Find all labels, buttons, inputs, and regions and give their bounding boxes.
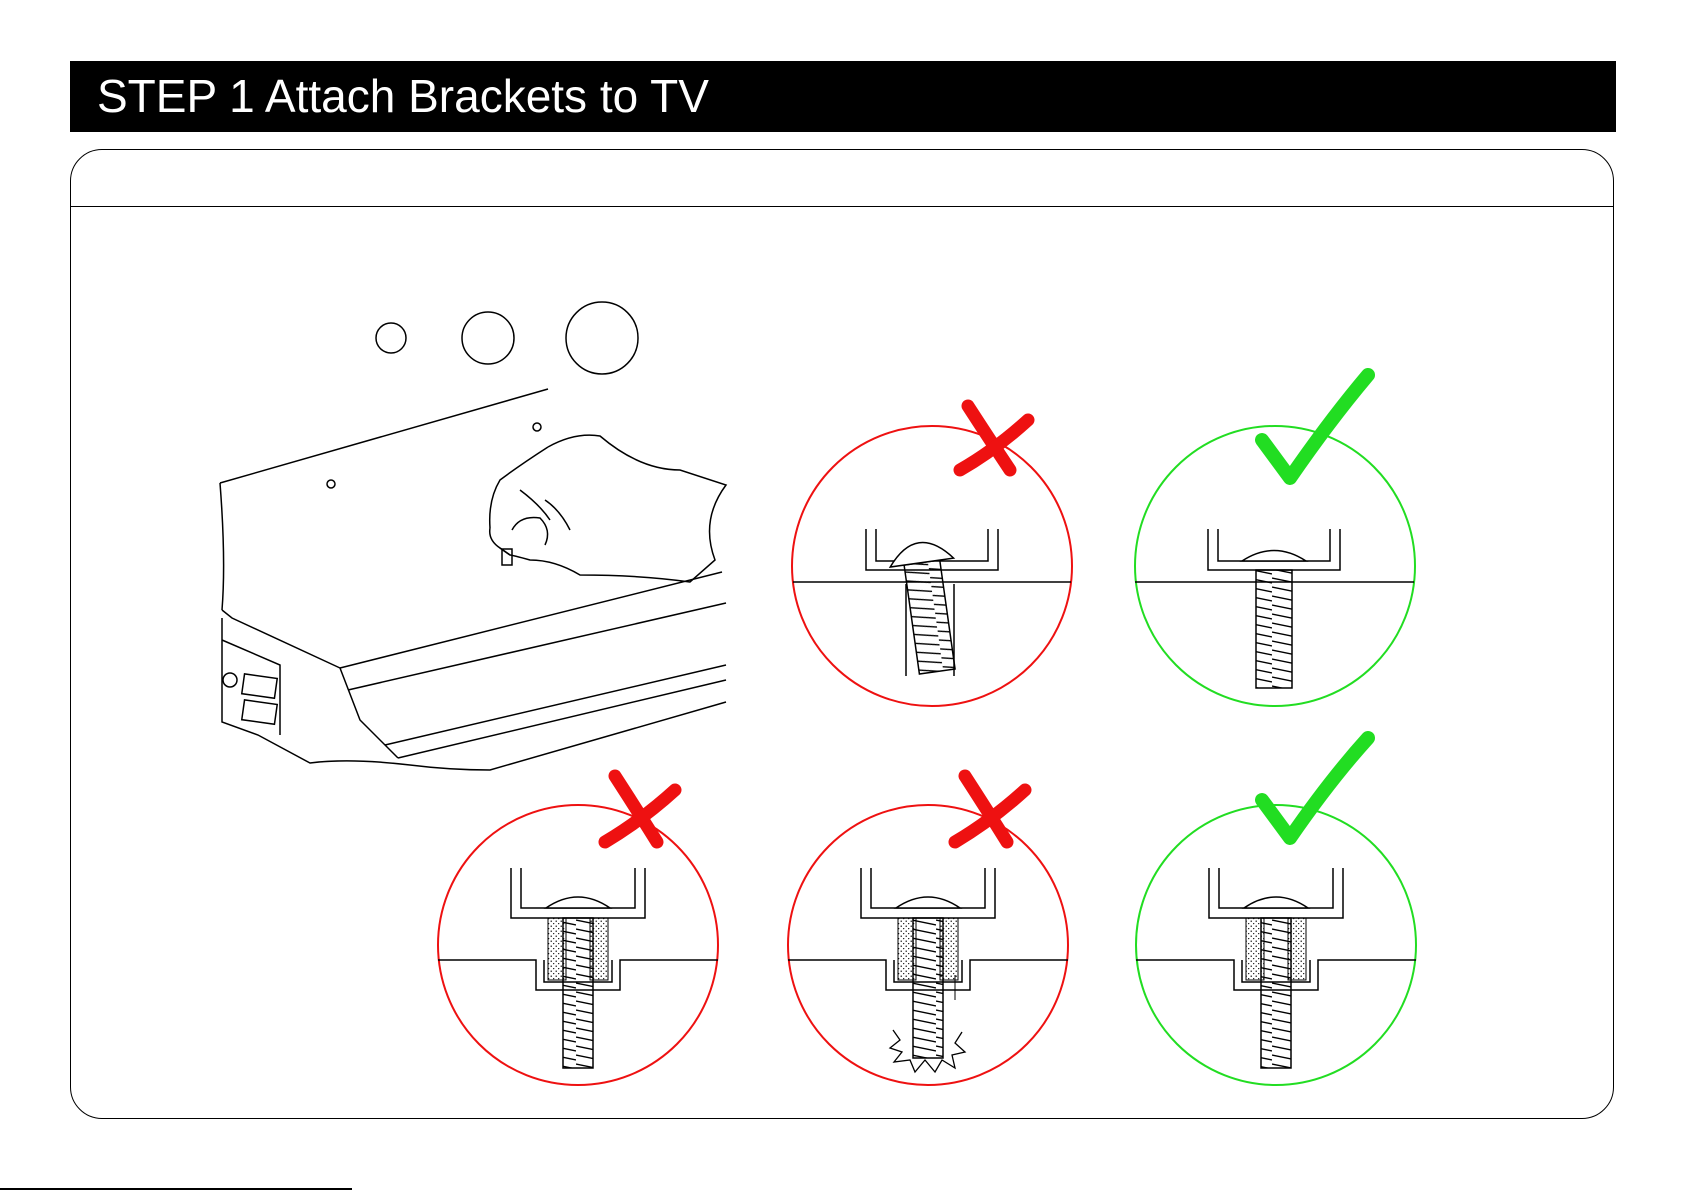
detail-bottom-middle [788,776,1068,1085]
medium-hole-circle [462,312,514,364]
cross-mark-icon [955,776,1025,842]
footer-rule [0,1188,352,1190]
hole-size-circles [376,302,638,374]
cross-mark-icon [960,406,1028,470]
tv-back-drawing [220,389,726,770]
large-hole-circle [566,302,638,374]
detail-bottom-right [1136,738,1416,1085]
check-mark-icon [1262,738,1368,838]
small-hole-circle [376,323,406,353]
cross-mark-icon [605,776,675,842]
detail-bottom-left [438,776,718,1085]
detail-top-middle [792,406,1072,706]
detail-top-right [1135,375,1415,706]
